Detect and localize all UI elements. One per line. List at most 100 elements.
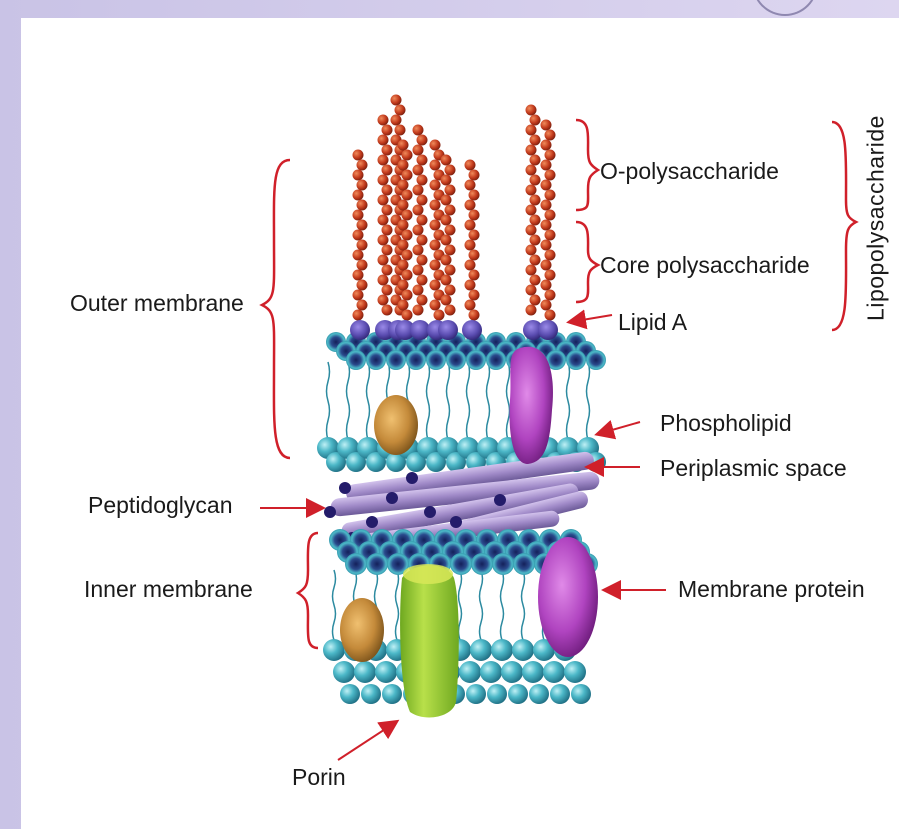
sugar-bead: [353, 230, 364, 241]
lipid-head: [586, 350, 606, 370]
inner-membrane-label: Inner membrane: [84, 578, 253, 601]
peptidoglycan-node: [406, 472, 418, 484]
o-polysaccharide-label: O-polysaccharide: [600, 160, 779, 183]
sugar-bead: [395, 105, 406, 116]
lipid-head: [566, 350, 586, 370]
sugar-bead: [378, 235, 389, 246]
sugar-bead: [441, 235, 452, 246]
sugar-bead: [398, 240, 409, 251]
sugar-bead: [445, 225, 456, 236]
lipopolysaccharide-bracket: [832, 122, 856, 330]
sugar-bead: [430, 140, 441, 151]
sugar-bead: [526, 225, 537, 236]
sugar-bead: [441, 295, 452, 306]
sugar-bead: [530, 195, 541, 206]
sugar-bead: [402, 310, 413, 321]
sugar-bead: [465, 200, 476, 211]
lipid-head: [406, 350, 426, 370]
sugar-bead: [465, 300, 476, 311]
sugar-bead: [357, 240, 368, 251]
sugar-bead: [413, 225, 424, 236]
sugar-bead: [445, 165, 456, 176]
sugar-bead: [445, 245, 456, 256]
sugar-bead: [465, 180, 476, 191]
lipid-head: [508, 684, 528, 704]
peptidoglycan-node: [424, 506, 436, 518]
peptidoglycan-node: [450, 516, 462, 528]
lipid-a-head: [462, 320, 482, 340]
sugar-bead: [441, 175, 452, 186]
lipid-head: [480, 661, 502, 683]
lipid-head: [466, 350, 486, 370]
sugar-bead: [398, 200, 409, 211]
sugar-bead: [353, 310, 364, 321]
o-polysaccharide-bracket: [576, 120, 598, 210]
sugar-bead: [382, 185, 393, 196]
sugar-bead: [441, 195, 452, 206]
lipid-head: [471, 553, 493, 575]
sugar-bead: [357, 180, 368, 191]
sugar-bead: [413, 265, 424, 276]
lipid-head: [346, 350, 366, 370]
sugar-bead: [382, 145, 393, 156]
sugar-bead: [430, 220, 441, 231]
sugar-bead: [526, 105, 537, 116]
sugar-bead: [413, 245, 424, 256]
sugar-bead: [445, 285, 456, 296]
sugar-bead: [353, 190, 364, 201]
sugar-bead: [382, 285, 393, 296]
sugar-bead: [378, 195, 389, 206]
sugar-bead: [398, 180, 409, 191]
peptidoglycan-label: Peptidoglycan: [88, 494, 233, 517]
sugar-bead: [413, 145, 424, 156]
lipid-head: [491, 639, 513, 661]
sugar-bead: [395, 125, 406, 136]
lipid-head: [333, 661, 355, 683]
sugar-bead: [469, 250, 480, 261]
lipid-head: [486, 350, 506, 370]
sugar-bead: [469, 210, 480, 221]
lipid-head: [470, 639, 492, 661]
sugar-bead: [353, 170, 364, 181]
sugar-bead: [469, 290, 480, 301]
sugar-bead: [413, 205, 424, 216]
sugar-bead: [430, 240, 441, 251]
sugar-bead: [413, 165, 424, 176]
sugar-bead: [526, 165, 537, 176]
sugar-bead: [353, 290, 364, 301]
lipid-head: [543, 661, 565, 683]
lipid-head: [522, 661, 544, 683]
lipid-head: [366, 350, 386, 370]
sugar-bead: [465, 220, 476, 231]
sugar-bead: [357, 200, 368, 211]
sugar-bead: [382, 165, 393, 176]
sugar-bead: [530, 295, 541, 306]
sugar-bead: [430, 160, 441, 171]
sugar-bead: [526, 185, 537, 196]
sugar-bead: [402, 270, 413, 281]
peptidoglycan-node: [494, 494, 506, 506]
sugar-bead: [434, 310, 445, 321]
sugar-bead: [530, 115, 541, 126]
sugar-bead: [378, 155, 389, 166]
sugar-bead: [541, 160, 552, 171]
sugar-bead: [353, 270, 364, 281]
sugar-bead: [541, 300, 552, 311]
lipid-head: [487, 684, 507, 704]
sugar-bead: [545, 230, 556, 241]
sugar-bead: [353, 210, 364, 221]
lipid-head: [361, 684, 381, 704]
sugar-bead: [402, 230, 413, 241]
sugar-bead: [445, 205, 456, 216]
periplasmic-space-label: Periplasmic space: [660, 457, 847, 480]
lipid-head: [550, 684, 570, 704]
sugar-bead: [445, 265, 456, 276]
sugar-bead: [441, 275, 452, 286]
outer-membrane-protein: [510, 347, 553, 464]
sugar-bead: [530, 255, 541, 266]
sugar-bead: [353, 250, 364, 261]
sugar-bead: [357, 220, 368, 231]
sugar-bead: [430, 180, 441, 191]
sugar-bead: [398, 260, 409, 271]
lipid-a-head: [350, 320, 370, 340]
